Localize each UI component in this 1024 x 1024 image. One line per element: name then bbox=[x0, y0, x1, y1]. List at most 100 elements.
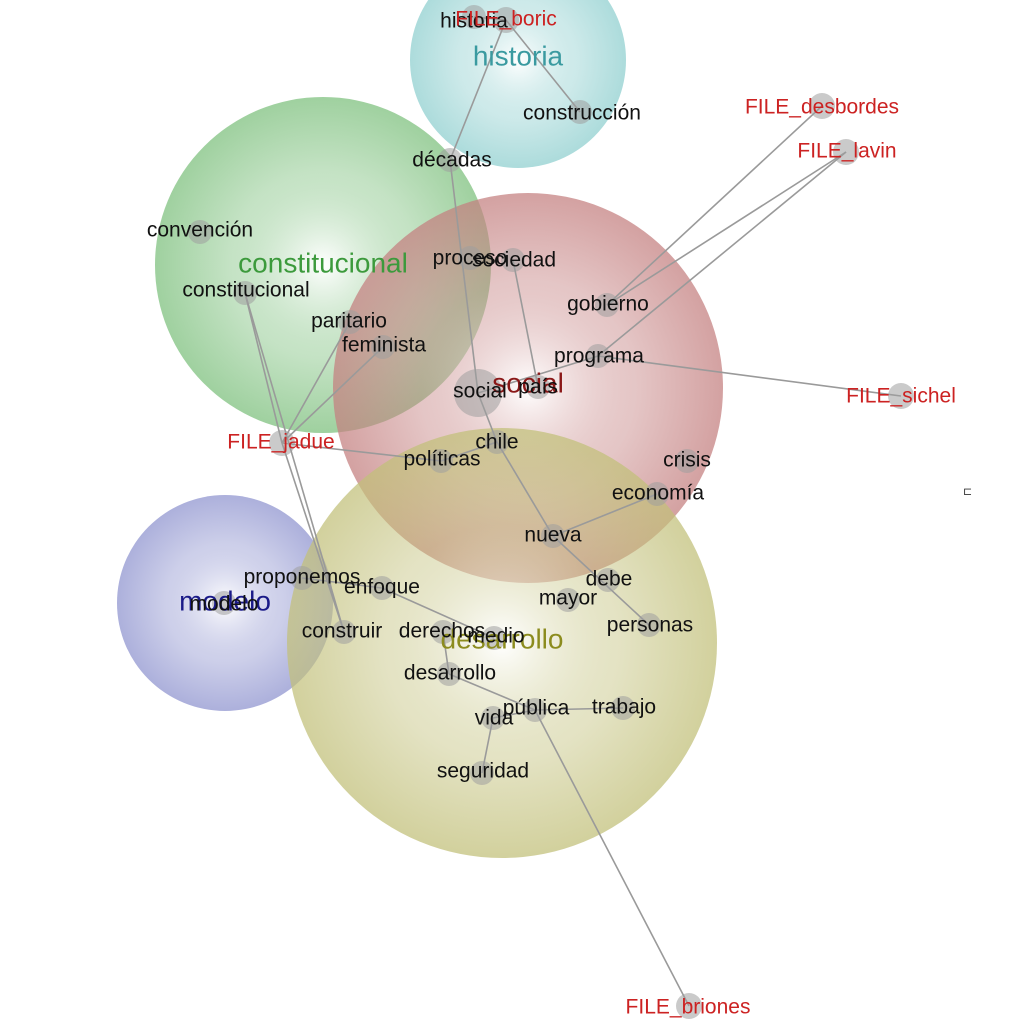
word-label-proceso: proceso bbox=[433, 247, 508, 270]
file-node-file-jadue bbox=[269, 430, 295, 456]
word-node-constitucional bbox=[233, 281, 257, 305]
word-node-debe bbox=[596, 568, 620, 592]
word-label-medio: medio bbox=[467, 625, 524, 648]
word-node-desarrollo bbox=[437, 662, 461, 686]
word-node-gobierno bbox=[595, 293, 619, 317]
file-label-file-jadue: FILE_jadue bbox=[227, 431, 334, 454]
word-label-decadas: décadas bbox=[412, 149, 491, 172]
word-node-vida bbox=[481, 706, 505, 730]
word-label-mayor: mayor bbox=[539, 587, 597, 610]
word-node-convencion bbox=[188, 220, 212, 244]
edge-sociedad-pais bbox=[512, 259, 539, 388]
cluster-labels: historia constitucional social modelo desarr… bbox=[179, 40, 564, 654]
word-node-modelo bbox=[212, 591, 236, 615]
word-node-paritario bbox=[338, 310, 362, 334]
word-label-politicas: políticas bbox=[403, 448, 480, 471]
edge-file-jadue-paritario bbox=[281, 321, 351, 444]
word-label-pais: país bbox=[518, 376, 558, 399]
edge-publica-trabajo bbox=[534, 707, 624, 711]
word-label-feminista: feminista bbox=[342, 334, 426, 357]
edge-file-jadue-constitucional bbox=[244, 292, 283, 444]
word-label-convencion: convención bbox=[147, 219, 253, 242]
word-node-publica bbox=[523, 698, 547, 722]
word-node-proponemos bbox=[290, 566, 314, 590]
word-label-economia: economía bbox=[612, 482, 705, 505]
word-node-social bbox=[454, 369, 502, 417]
word-label-historia: historia bbox=[440, 10, 508, 33]
word-node-mayor bbox=[556, 588, 580, 612]
edge-publica-desarrollo bbox=[448, 673, 536, 711]
word-node-derechos bbox=[431, 620, 455, 644]
file-node-file-boric bbox=[493, 7, 519, 33]
file-label-file-briones: FILE_briones bbox=[626, 996, 751, 1019]
node-labels: historia construcción décadas convención con… bbox=[147, 8, 956, 1019]
word-node-programa bbox=[586, 344, 610, 368]
word-label-crisis: crisis bbox=[663, 449, 711, 472]
edge-file-jadue-feminista bbox=[281, 346, 384, 444]
word-node-personas bbox=[637, 613, 661, 637]
word-label-construccion: construcción bbox=[523, 102, 641, 125]
file-label-file-sichel: FILE_sichel bbox=[846, 385, 956, 408]
word-node-economia bbox=[645, 482, 669, 506]
word-label-trabajo: trabajo bbox=[592, 696, 656, 719]
edge-file-boric-construccion bbox=[505, 19, 581, 113]
network-nodes bbox=[188, 5, 914, 1019]
word-node-decadas bbox=[438, 148, 462, 172]
edge-file-jadue-politicas bbox=[281, 442, 442, 462]
word-node-enfoque bbox=[370, 576, 394, 600]
word-label-modelo: modelo bbox=[190, 593, 259, 616]
word-label-constitucional: constitucional bbox=[182, 279, 309, 302]
word-node-chile bbox=[485, 430, 509, 454]
word-label-desarrollo: desarrollo bbox=[404, 662, 496, 685]
edge-nueva-economia bbox=[552, 493, 658, 537]
word-label-sociedad: sociedad bbox=[472, 249, 556, 272]
file-node-file-sichel bbox=[888, 383, 914, 409]
file-label-file-lavin: FILE_lavin bbox=[797, 140, 896, 163]
word-label-paritario: paritario bbox=[311, 310, 387, 333]
word-node-politicas bbox=[429, 449, 453, 473]
word-label-chile: chile bbox=[475, 431, 518, 454]
file-node-file-lavin bbox=[833, 139, 859, 165]
word-label-social: social bbox=[453, 380, 507, 403]
word-label-publica: pública bbox=[503, 697, 570, 720]
word-label-vida: vida bbox=[475, 707, 514, 730]
word-node-historia bbox=[462, 5, 486, 29]
word-node-trabajo bbox=[611, 696, 635, 720]
network-edges bbox=[244, 16, 902, 1007]
word-label-nueva: nueva bbox=[524, 524, 582, 547]
cluster-bubbles bbox=[117, 0, 723, 858]
edge-proponemos-enfoque bbox=[301, 577, 383, 589]
word-node-crisis bbox=[675, 449, 699, 473]
file-node-file-desbordes bbox=[809, 93, 835, 119]
word-node-sociedad bbox=[501, 248, 525, 272]
edge-file-sichel-programa bbox=[597, 355, 902, 397]
edge-file-jadue-construir bbox=[281, 442, 345, 633]
edge-decadas-social bbox=[449, 159, 479, 394]
word-label-gobierno: gobierno bbox=[567, 293, 649, 316]
word-node-pais bbox=[526, 375, 550, 399]
edge-file-desbordes-gobierno bbox=[606, 105, 823, 306]
word-node-proceso bbox=[458, 246, 482, 270]
edge-file-lavin-programa bbox=[597, 151, 847, 357]
word-label-construir: construir bbox=[302, 620, 383, 643]
cluster-label-desarrollo: desarrollo bbox=[441, 623, 564, 654]
edge-file-briones-publica bbox=[534, 709, 690, 1007]
edge-file-boric-decadas bbox=[449, 19, 507, 161]
word-label-enfoque: enfoque bbox=[344, 576, 420, 599]
cluster-label-social: social bbox=[492, 367, 564, 398]
word-label-programa: programa bbox=[554, 345, 644, 368]
word-label-proponemos: proponemos bbox=[244, 566, 361, 589]
word-node-nueva bbox=[541, 524, 565, 548]
word-node-construccion bbox=[568, 100, 592, 124]
edge-chile-nueva bbox=[496, 441, 554, 537]
word-node-construir bbox=[332, 620, 356, 644]
word-node-medio bbox=[482, 626, 506, 650]
word-label-seguridad: seguridad bbox=[437, 760, 529, 783]
file-node-file-briones bbox=[676, 993, 702, 1019]
word-label-debe: debe bbox=[586, 568, 633, 591]
edge-constitucional-construir bbox=[244, 292, 345, 633]
edge-enfoque-medio bbox=[381, 587, 495, 639]
stray-marker: ⊏ bbox=[963, 486, 972, 498]
cluster-label-historia: historia bbox=[473, 40, 564, 71]
